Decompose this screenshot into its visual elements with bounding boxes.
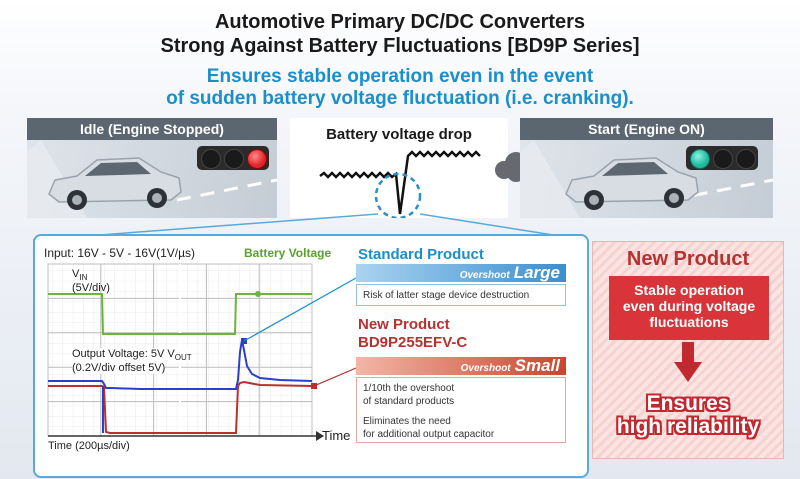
overshoot-value: Large	[513, 263, 560, 282]
new-product-model: BD9P255EFV-C	[358, 334, 468, 351]
overshoot-word: Overshoot	[460, 363, 511, 374]
overshoot-value: Small	[514, 356, 560, 375]
start-panel-label: Start (Engine ON)	[520, 118, 773, 140]
time-arrow-icon	[316, 431, 324, 441]
idle-panel-label: Idle (Engine Stopped)	[27, 118, 277, 140]
input-label: Input: 16V - 5V - 16V(1V/µs)	[44, 246, 195, 260]
battery-voltage-trace	[48, 293, 312, 335]
new-product-title: New Product	[358, 316, 450, 333]
stable-line3: fluctuations	[649, 314, 729, 330]
ensures-reliability-text: Ensures high reliability	[593, 392, 783, 438]
new-note-2-line1: Eliminates the need	[363, 416, 451, 427]
light-off-icon	[713, 149, 733, 169]
new-leader-line	[313, 367, 357, 387]
new-note-2-line2: for additional output capacitor	[363, 429, 495, 440]
new-note-1-line2: of standard products	[363, 396, 455, 407]
light-off-icon	[736, 149, 756, 169]
battery-drop-label: Battery voltage drop	[326, 126, 472, 143]
road-lines	[520, 140, 773, 218]
standard-note: Risk of latter stage device destruction	[363, 290, 530, 301]
new-note-1-line1: 1/10th the overshoot	[363, 383, 455, 394]
standard-note-box: Risk of latter stage device destruction	[356, 284, 566, 306]
time-axis-label: Time (200µs/div)	[48, 440, 130, 452]
overshoot-word: Overshoot	[459, 270, 510, 281]
vin-scale: (5V/div)	[72, 282, 110, 294]
standard-leader-line	[243, 277, 357, 342]
standard-product-title: Standard Product	[358, 246, 484, 263]
red-light-icon	[247, 149, 267, 169]
subtitle-line1: Ensures stable operation even in the eve…	[206, 66, 594, 87]
battery-marker	[255, 291, 261, 297]
traffic-light-idle	[197, 146, 269, 170]
down-arrow-icon	[674, 342, 702, 382]
time-arrow-label: Time	[322, 428, 351, 443]
page-title-line1: Automotive Primary DC/DC Converters	[214, 11, 586, 33]
new-product-panel-title: New Product	[626, 248, 750, 270]
vin-label: VIN	[72, 268, 88, 283]
stable-operation-box: Stable operation even during voltage flu…	[609, 276, 769, 340]
subtitle-line2: of sudden battery voltage fluctuation (i…	[166, 88, 634, 109]
page-title-line2: Strong Against Battery Fluctuations [BD9…	[160, 35, 640, 57]
output-voltage-label: Output Voltage: 5V VOUT	[72, 348, 192, 363]
voltage-drop-waveform	[319, 150, 481, 218]
stable-line2: even during voltage	[622, 298, 756, 314]
green-light-icon	[690, 149, 710, 169]
traffic-light-start	[686, 146, 758, 170]
car-icon	[48, 157, 182, 210]
light-off-icon	[224, 149, 244, 169]
result-line2: high reliability	[616, 415, 760, 438]
stable-line1: Stable operation	[634, 282, 744, 298]
road-illustration	[520, 140, 773, 218]
new-product-panel: New Product Stable operation even during…	[592, 241, 784, 459]
battery-drop-panel: Battery voltage drop	[290, 118, 508, 218]
new-note-box: 1/10th the overshoot of standard product…	[356, 377, 566, 443]
light-off-icon	[201, 149, 221, 169]
battery-voltage-label: Battery Voltage	[244, 246, 332, 260]
start-panel: Start (Engine ON)	[520, 118, 773, 218]
car-icon	[565, 157, 699, 210]
idle-panel: Idle (Engine Stopped)	[27, 118, 277, 218]
output-scale: (0.2V/div offset 5V)	[72, 362, 166, 374]
standard-product-trace	[48, 339, 313, 390]
result-line1: Ensures	[646, 392, 730, 415]
